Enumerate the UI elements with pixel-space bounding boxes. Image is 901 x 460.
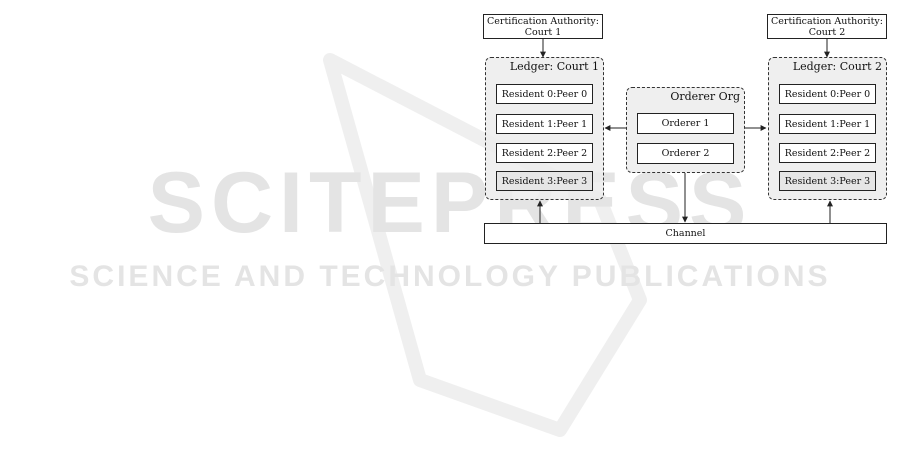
ledger-2-peer-2: Resident 2:Peer 2 <box>779 143 876 163</box>
ca-court-1-line2: Court 1 <box>524 26 562 38</box>
ledger-1-peer-2: Resident 2:Peer 2 <box>496 143 593 163</box>
ca-court-2-line1: Certification Authority: <box>771 15 883 27</box>
ledger-2-peer-3: Resident 3:Peer 3 <box>779 171 876 191</box>
ca-court-1-line1: Certification Authority: <box>487 15 599 27</box>
ca-court-2-line2: Court 2 <box>808 26 846 38</box>
orderer-org-title: Orderer Org <box>670 90 740 103</box>
ledger-court-2-title: Ledger: Court 2 <box>792 60 882 73</box>
orderer-2: Orderer 2 <box>637 143 734 164</box>
ledger-1-peer-0: Resident 0:Peer 0 <box>496 84 593 104</box>
ledger-1-peer-3: Resident 3:Peer 3 <box>496 171 593 191</box>
ledger-court-1-title: Ledger: Court 1 <box>509 60 599 73</box>
channel-bar: Channel <box>484 223 887 244</box>
orderer-1: Orderer 1 <box>637 113 734 134</box>
ledger-2-peer-1: Resident 1:Peer 1 <box>779 114 876 134</box>
ledger-2-peer-0: Resident 0:Peer 0 <box>779 84 876 104</box>
watermark-sub-text: SCIENCE AND TECHNOLOGY PUBLICATIONS <box>69 260 830 293</box>
ledger-1-peer-1: Resident 1:Peer 1 <box>496 114 593 134</box>
ca-court-2: Certification Authority: Court 2 <box>767 14 887 39</box>
ca-court-1: Certification Authority: Court 1 <box>483 14 603 39</box>
